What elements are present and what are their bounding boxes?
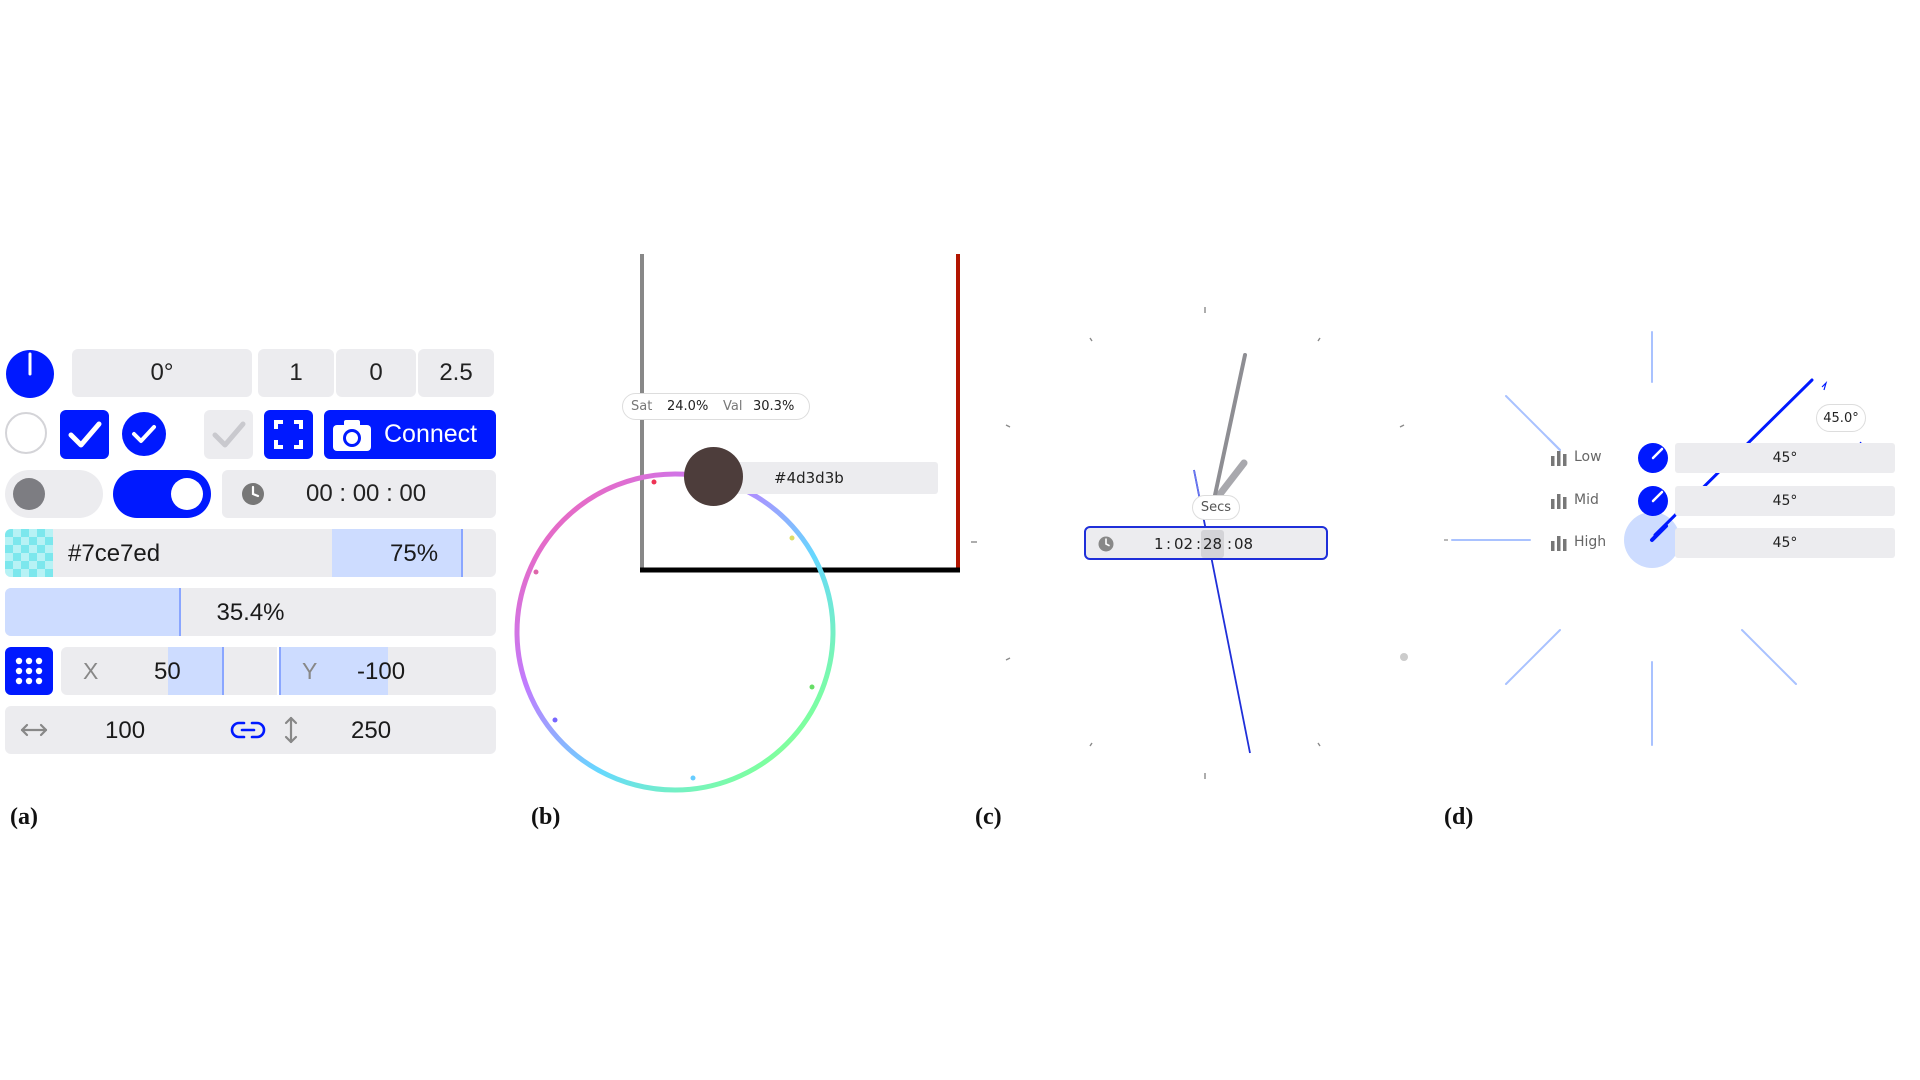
panel-label-a: (a) [10,804,38,830]
x-fill [168,647,222,695]
timecode-separator: : [1227,535,1233,553]
checkbox-round-checked[interactable] [122,412,166,456]
fullscreen-icon [274,420,303,449]
panel-a: 0° 1 0 2.5 Connect [0,340,500,760]
checkbox-checked[interactable] [60,410,109,459]
time-value: 00 : 00 : 00 [306,480,427,507]
panel-b: Sat 24.0% Val 30.3% #4d3d3b [500,240,980,800]
connect-button[interactable]: Connect [324,410,496,459]
y-value: -100 [357,658,406,685]
saturation-value-square [640,252,960,573]
hour-hand [1213,459,1248,502]
color-hex-value: #7ce7ed [68,540,161,567]
x-handle[interactable] [222,647,224,695]
hue-ring [514,471,836,793]
color-picker-graphic [514,252,960,793]
timecode-separator: : [1166,535,1172,553]
check-icon [212,421,246,448]
bar-chart-icon [1551,536,1567,551]
hex-field[interactable]: #4d3d3b [718,462,938,494]
val-label: Val [723,399,743,414]
angle-field[interactable]: 0° [72,349,252,397]
angle-knob[interactable] [5,349,55,399]
sat-val-tooltip: Sat 24.0% Val 30.3% [622,393,810,420]
progress-slider[interactable]: 35.4% [5,588,496,636]
x-field[interactable]: X 50 [61,647,277,695]
opacity-value: 75% [390,540,439,567]
sat-label: Sat [631,399,653,414]
y-label: Y [302,658,318,684]
progress-handle[interactable] [179,588,181,636]
timecode-frames[interactable]: 08 [1234,535,1254,553]
sat-value: 24.0% [667,399,709,414]
timecode-seconds[interactable]: 28 [1201,530,1225,558]
number-field-2[interactable]: 0 [336,349,416,397]
color-field[interactable]: #7ce7ed 75% [5,529,496,577]
band-value-field[interactable]: 45° [1675,443,1895,473]
progress-value: 35.4% [216,599,285,626]
toggle-knob [13,478,45,510]
band-row-high[interactable]: High 45° [1550,527,1895,559]
band-value-field[interactable]: 45° [1675,528,1895,558]
val-value: 30.3% [753,399,795,414]
hex-value: #4d3d3b [774,469,844,487]
clock-dial [971,307,1408,779]
number-field-1[interactable]: 1 [258,349,334,397]
toggle-on[interactable] [113,470,211,518]
band-row-low[interactable]: Low 45° [1550,442,1895,474]
y-fill [281,647,388,695]
x-value: 50 [154,658,181,685]
opacity-fill [332,529,462,577]
width-value: 100 [105,717,146,744]
checkbox-disabled[interactable] [204,410,253,459]
toggle-knob [171,478,203,510]
panel-d: 45.0° Low 45° Mid 45° High 45° [1430,320,1920,760]
toggle-off[interactable] [5,470,103,518]
clock-icon [1098,536,1114,552]
bar-chart-icon [1551,494,1567,509]
fullscreen-button[interactable] [264,410,313,459]
link-icon[interactable] [230,718,266,742]
x-label: X [83,658,99,684]
timecode-field[interactable]: 1 : 02 : 28 : 08 [1084,526,1328,560]
band-knob[interactable] [1637,442,1669,474]
band-label: Low [1574,449,1602,465]
check-icon [68,421,102,448]
panel-c: Secs 1 : 02 : 28 : 08 [970,290,1430,800]
height-value: 250 [351,717,392,744]
band-label: Mid [1574,492,1599,508]
number-field-3[interactable]: 2.5 [418,349,494,397]
check-icon [132,425,156,443]
opacity-handle[interactable] [461,529,463,577]
grid-button[interactable] [5,647,53,695]
timecode-separator: : [1196,535,1202,553]
band-label: High [1574,534,1607,550]
color-swatch[interactable] [5,529,53,577]
panel-label-c: (c) [975,804,1002,830]
secs-tooltip: Secs [1192,495,1240,520]
size-field[interactable]: 100 250 [5,706,496,754]
radio-unchecked[interactable] [5,412,47,454]
clock-icon [242,483,264,505]
band-row-mid[interactable]: Mid 45° [1550,485,1895,517]
grid-dots-icon [15,657,43,685]
vertical-resize-icon [284,716,298,744]
panel-label-b: (b) [531,804,561,830]
timecode-hours[interactable]: 1 [1154,535,1164,553]
time-field[interactable]: 00 : 00 : 00 [222,470,496,518]
connect-label: Connect [384,420,478,448]
timecode-minutes[interactable]: 02 [1174,535,1194,553]
bar-chart-icon [1551,451,1567,466]
camera-icon [333,419,371,451]
angle-badge: 45.0° [1816,404,1866,432]
minute-hand [1213,353,1247,497]
y-handle[interactable] [279,647,281,695]
band-knob[interactable] [1637,485,1669,517]
color-handle[interactable] [684,447,743,506]
y-field[interactable]: Y -100 [279,647,496,695]
band-value-field[interactable]: 45° [1675,486,1895,516]
panel-label-d: (d) [1444,804,1474,830]
progress-fill [5,588,179,636]
horizontal-resize-icon [20,723,48,737]
